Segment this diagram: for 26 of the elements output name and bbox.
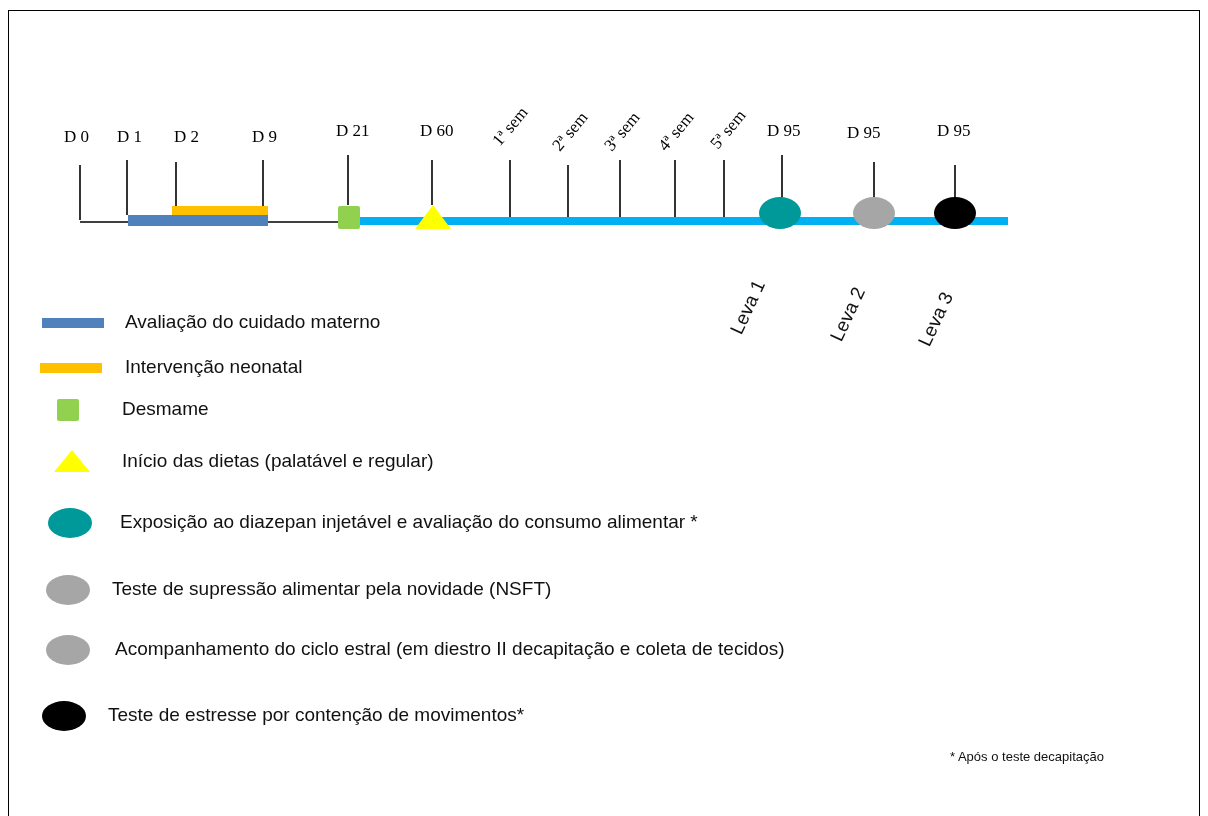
timepoint-label: D 9	[252, 128, 278, 145]
legend-label: Exposição ao diazepan injetável e avaliação do consumo alimentar *	[120, 512, 698, 531]
timepoint-label: 1ª sem	[489, 103, 531, 149]
legend-label: Avaliação do cuidado materno	[125, 312, 381, 331]
timepoint-label: D 95	[937, 122, 971, 139]
timepoint-label: D 2	[174, 128, 200, 145]
batch-label: Leva 3	[914, 289, 957, 349]
timepoint-label: 3ª sem	[601, 108, 643, 154]
legend-label: Início das dietas (palatável e regular)	[122, 451, 434, 470]
timepoint-label: 5ª sem	[707, 106, 749, 152]
timepoint-label: D 0	[64, 128, 90, 145]
legend-label: Teste de supressão alimentar pela novidade (NSFT)	[112, 579, 552, 598]
batch-label: Leva 1	[726, 277, 769, 337]
timepoint-label: D 21	[336, 122, 370, 139]
batch-label: Leva 2	[826, 284, 869, 344]
legend-label: Desmame	[122, 399, 209, 418]
timepoint-label: D 1	[117, 128, 143, 145]
timepoint-label: 2ª sem	[549, 108, 591, 154]
legend-label: Teste de estresse por contenção de movimentos*	[108, 705, 525, 724]
legend-label: Acompanhamento do ciclo estral (em diestro II decapitação e coleta de tecidos)	[115, 639, 785, 658]
timepoint-label: D 95	[847, 124, 881, 141]
timepoint-label: D 95	[767, 122, 801, 139]
timepoint-label: 4ª sem	[655, 108, 697, 154]
legend-label: Intervenção neonatal	[125, 357, 303, 376]
timepoint-label: D 60	[420, 122, 454, 139]
footnote: * Após o teste decapitação	[950, 750, 1104, 763]
